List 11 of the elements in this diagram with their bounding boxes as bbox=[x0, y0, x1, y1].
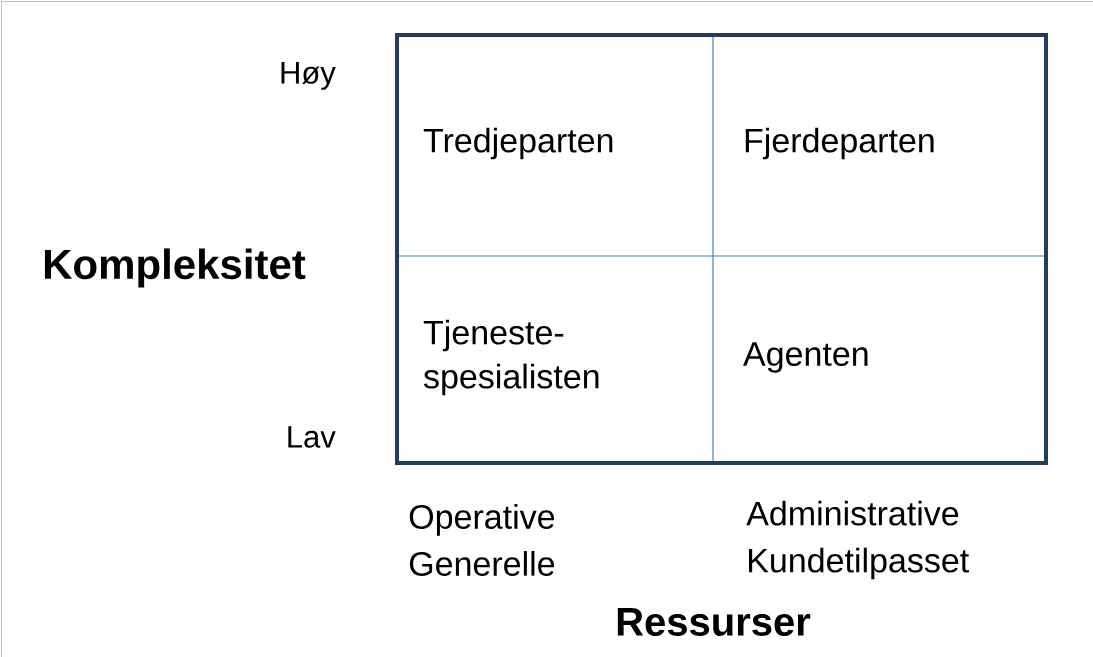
axis-label: Operative Generelle bbox=[409, 504, 555, 576]
axis-title: Ressurser bbox=[617, 608, 811, 636]
quadrant-cell: Fjerdeparten bbox=[745, 127, 934, 160]
axis-label: Høy bbox=[281, 62, 336, 90]
matrix-frame bbox=[395, 33, 1048, 465]
quadrant-cell: Tjeneste-spesialisten bbox=[423, 319, 599, 396]
axis-label: Administrative Kundetilpasset bbox=[746, 500, 969, 580]
axis-title: Kompleksitet bbox=[44, 248, 306, 288]
axis-label: Lav bbox=[288, 426, 336, 448]
quadrant-cell: Tredjeparten bbox=[423, 127, 613, 160]
quadrant-cell: Agenten bbox=[743, 342, 868, 373]
